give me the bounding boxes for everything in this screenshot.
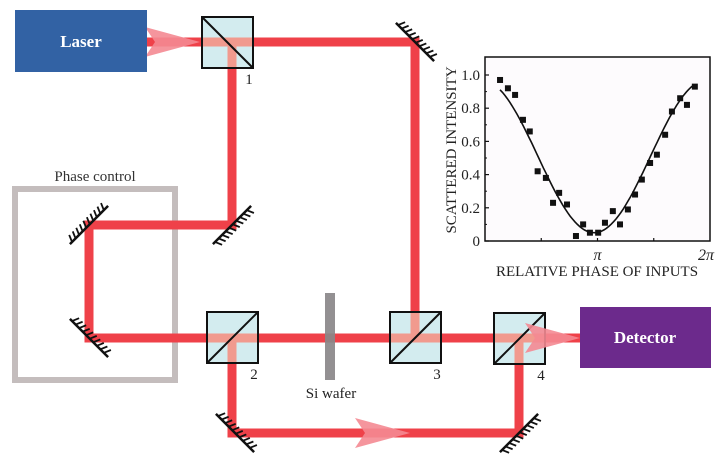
data-point [534,168,541,175]
arrow-icon [355,418,410,448]
beam-path [227,338,524,438]
data-point [653,151,660,158]
si-wafer [325,293,335,380]
data-point [601,219,608,226]
beam-splitter-label: 3 [433,367,441,383]
data-point [519,116,526,123]
x-tick-label: π [593,247,602,264]
data-point [632,191,639,198]
beam-splitter-2: 2 [206,311,259,383]
x-axis-label: RELATIVE PHASE OF INPUTS [496,264,698,280]
mirror-icon [212,205,255,246]
data-point [617,221,624,228]
plot-background [484,56,711,242]
data-point [624,206,631,213]
data-point [556,189,563,196]
y-tick-label: 0 [473,234,481,250]
beam-splitter-1: 1 [201,16,254,88]
data-point [586,229,593,236]
beam-path [147,37,420,338]
beam-splitter-label: 1 [245,72,253,88]
phase-control-box [12,186,178,383]
data-point [662,131,669,138]
data-points [497,76,698,240]
mirror-icon [215,412,258,453]
detector-label: Detector [614,328,677,347]
laser-label: Laser [60,32,102,51]
beam-splitter-label: 2 [250,367,258,383]
arrow-icon [525,323,580,353]
data-point [595,229,602,236]
y-tick-label: 1.0 [461,68,480,84]
data-point [691,83,698,90]
arrow-icon [145,27,200,57]
data-point [638,176,645,183]
y-axis-label: SCATTERED INTENSITY [444,66,460,233]
data-point [668,108,675,115]
data-point [550,199,557,206]
phase-control-label: Phase control [54,169,135,185]
si-wafer-label: Si wafer [306,386,356,402]
y-tick-label: 0.6 [461,134,480,150]
x-tick-label: 2π [698,247,715,264]
chart-ticks: 0 0.2 0.4 0.6 0.8 1.0 π 2π [461,68,715,264]
data-point [683,101,690,108]
data-point [504,85,511,92]
data-point [497,76,504,83]
laser-box [15,10,147,72]
data-point [609,208,616,215]
detector-box [580,307,711,368]
data-point [677,95,684,102]
direction-arrows [145,27,580,448]
mirror-icon [68,202,109,245]
data-point [580,221,587,228]
scattered-intensity-chart: 0 0.2 0.4 0.6 0.8 1.0 π 2π RELATIVE PHASE OF IN… [444,56,715,280]
mirrors [68,21,542,454]
y-tick-label: 0.2 [461,201,480,217]
beam-splitter-3: 3 [389,311,442,383]
y-tick-label: 0.8 [461,101,480,117]
data-point [542,174,549,181]
y-tick-label: 0.4 [461,168,480,184]
data-point [526,128,533,135]
mirror-icon [395,21,438,62]
data-point [647,159,654,166]
data-point [564,201,571,208]
mirror-icon [499,413,542,454]
beam-splitter-label: 4 [537,368,545,384]
data-point [512,91,519,98]
mirror-icon [69,317,112,358]
data-point [572,233,579,240]
